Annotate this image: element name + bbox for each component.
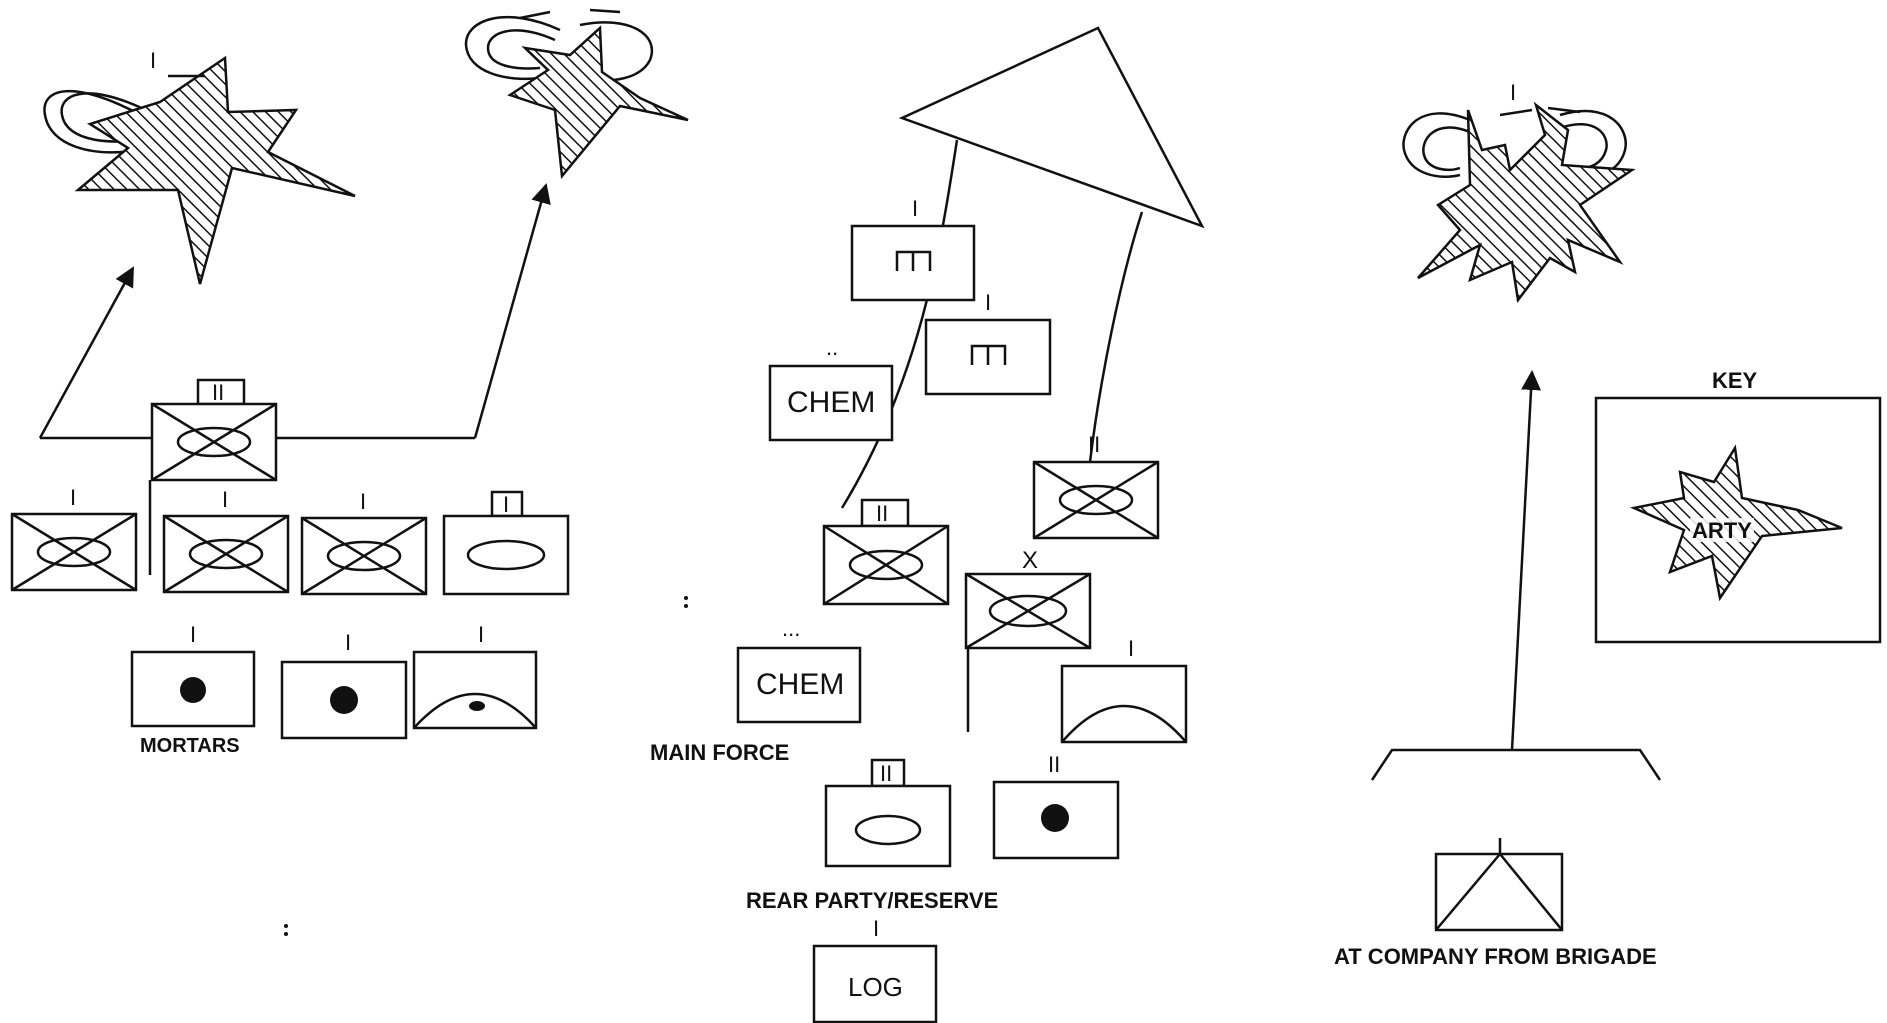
infantry-unit-icon: X [964, 547, 1092, 732]
armor-unit-icon: I [442, 490, 570, 596]
chem-label: CHEM [756, 668, 844, 701]
echelon-label: I [478, 622, 484, 647]
chem-label: CHEM [787, 386, 875, 419]
rear-party-label: REAR PARTY/RESERVE [746, 888, 998, 913]
legend-key: KEY ARTY [1594, 368, 1882, 644]
echelon-label: I [1510, 80, 1516, 105]
echelon-label: II [1048, 752, 1060, 777]
engineer-unit-icon: I [850, 196, 976, 302]
chem-unit: .. CHEM [768, 335, 894, 442]
artillery-burst-icon [464, 8, 689, 180]
mortars-label: MORTARS [140, 735, 240, 757]
echelon-label: .. [826, 335, 838, 360]
echelon-label: I [345, 630, 351, 655]
chem-unit: ... CHEM [736, 616, 862, 724]
echelon-label: II [880, 761, 892, 786]
anti-tank-unit-icon: AT COMPANY FROM BRIGADE [1334, 838, 1657, 969]
echelon-label: II [876, 501, 888, 526]
artillery-burst-icon: I [1402, 80, 1636, 304]
armor-unit-icon: II [824, 758, 952, 868]
advance-route-left [38, 183, 551, 575]
echelon-label: ... [782, 616, 800, 641]
echelon-label: I [360, 489, 366, 514]
mortar-unit-icon: I [1060, 636, 1188, 744]
echelon-label: X [1022, 547, 1038, 574]
infantry-unit-icon: I [162, 487, 290, 594]
echelon-label: II [212, 380, 224, 405]
echelon-label: I [150, 48, 156, 73]
engineer-unit-icon: I [924, 290, 1052, 396]
echelon-label: II [1088, 432, 1100, 457]
echelon-label: I [190, 622, 196, 647]
at-company-label: AT COMPANY FROM BRIGADE [1334, 944, 1657, 969]
mortar-unit-icon: I [412, 622, 538, 730]
echelon-label: I [70, 485, 76, 510]
infantry-unit-icon: II [1032, 432, 1160, 540]
echelon-label: I [222, 487, 228, 512]
advance-route-right [1370, 370, 1662, 781]
echelon-label: I [873, 916, 879, 941]
artillery-burst-icon: I [43, 48, 356, 285]
mortar-unit-icon: I [280, 630, 408, 740]
echelon-label: I [912, 196, 918, 221]
infantry-unit-icon: I [10, 485, 138, 592]
log-unit: I LOG [812, 916, 938, 1023]
infantry-unit-icon: I [300, 489, 428, 596]
objective-triangle [840, 26, 1205, 509]
mortar-unit-icon: II [992, 752, 1120, 860]
key-title: KEY [1712, 368, 1758, 393]
main-force-label: MAIN FORCE [650, 740, 789, 765]
echelon-label: I [1128, 636, 1134, 661]
infantry-unit-icon: II [150, 378, 278, 482]
echelon-label: I [503, 492, 509, 517]
key-arty-label: ARTY [1692, 518, 1752, 543]
infantry-unit-icon: II [822, 498, 950, 606]
log-label: LOG [848, 972, 903, 1002]
echelon-label: I [985, 290, 991, 315]
mortar-unit-icon: I MORTARS [130, 622, 256, 757]
